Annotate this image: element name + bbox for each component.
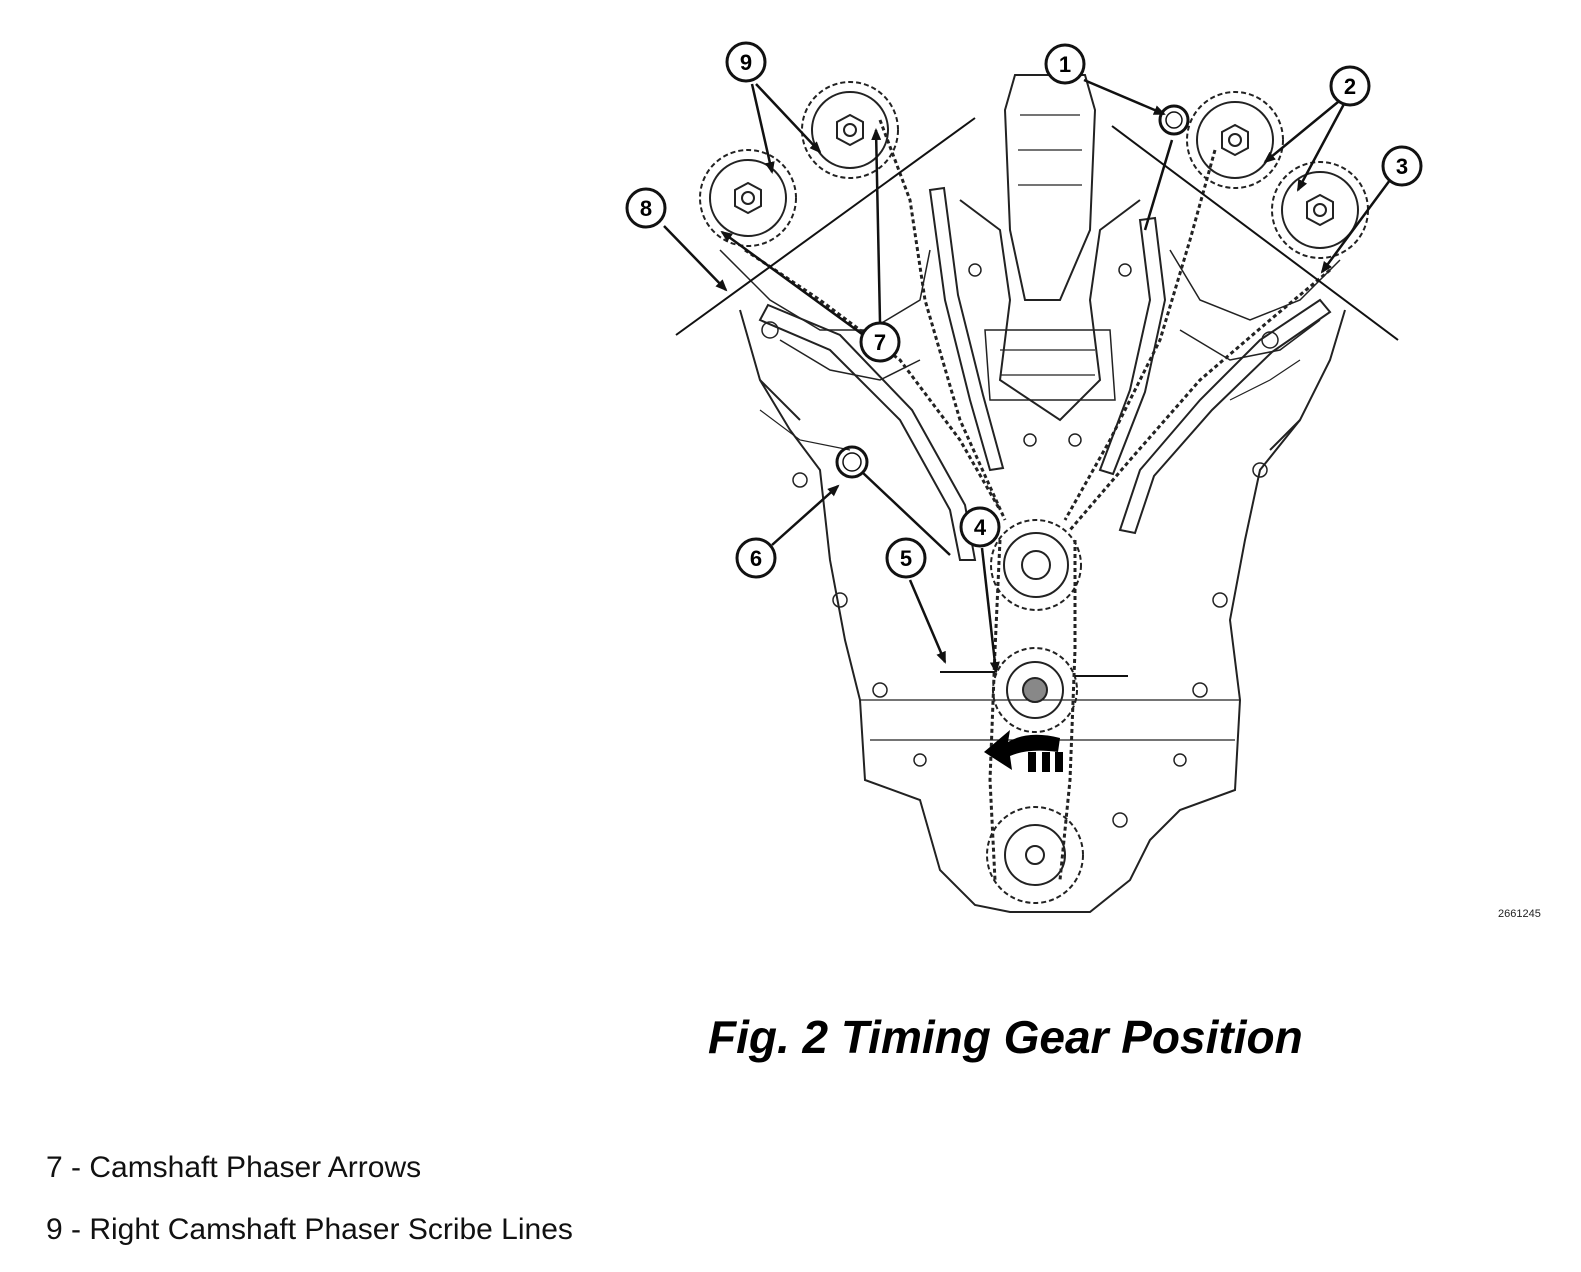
idler-sprocket (990, 519, 1082, 611)
image-reference-number: 2661245 (1498, 908, 1541, 920)
legend: 7 - Camshaft Phaser Arrows 9 - Right Cam… (46, 1148, 573, 1272)
callout-5: 5 (885, 537, 927, 579)
callout-2: 2 (1329, 65, 1371, 107)
svg-text:5: 5 (900, 546, 912, 571)
svg-text:6: 6 (750, 546, 762, 571)
figure-caption: Fig. 2 Timing Gear Position (708, 1011, 1303, 1063)
right-intake-cam-phaser (1186, 91, 1284, 189)
svg-text:9: 9 (740, 50, 752, 75)
block-bolts (761, 263, 1279, 828)
callout-3: 3 (1381, 145, 1423, 187)
svg-text:3: 3 (1396, 154, 1408, 179)
engine-timing-diagram: 1 2 3 4 5 6 7 8 9 (625, 41, 1423, 913)
timing-chains (744, 119, 1331, 881)
svg-text:4: 4 (974, 515, 987, 540)
svg-text:2: 2 (1344, 74, 1356, 99)
left-exhaust-cam-phaser (699, 149, 797, 247)
callout-4: 4 (959, 506, 1001, 548)
callout-leaders (663, 78, 1392, 674)
callout-6: 6 (735, 537, 777, 579)
rotation-direction-arrow (984, 730, 1063, 772)
crank-reference-lines (940, 671, 1128, 677)
cam-alignment-lines (675, 117, 1399, 341)
callout-1: 1 (1044, 43, 1086, 85)
svg-text:8: 8 (640, 196, 652, 221)
svg-text:1: 1 (1059, 52, 1071, 77)
right-exhaust-cam-phaser (1271, 161, 1369, 259)
left-intake-cam-phaser (801, 81, 899, 179)
callout-7: 7 (859, 321, 901, 363)
chain-guides (758, 186, 1332, 561)
crankshaft-sprocket (992, 647, 1078, 733)
svg-text:7: 7 (874, 330, 886, 355)
callout-8: 8 (625, 187, 667, 229)
legend-item-7: 7 - Camshaft Phaser Arrows (46, 1151, 422, 1184)
engine-block (719, 74, 1346, 913)
legend-item-9: 9 - Right Camshaft Phaser Scribe Lines (46, 1213, 573, 1246)
callout-9: 9 (725, 41, 767, 83)
highlight-rings (835, 104, 1190, 479)
oil-pump-sprocket (986, 806, 1084, 904)
